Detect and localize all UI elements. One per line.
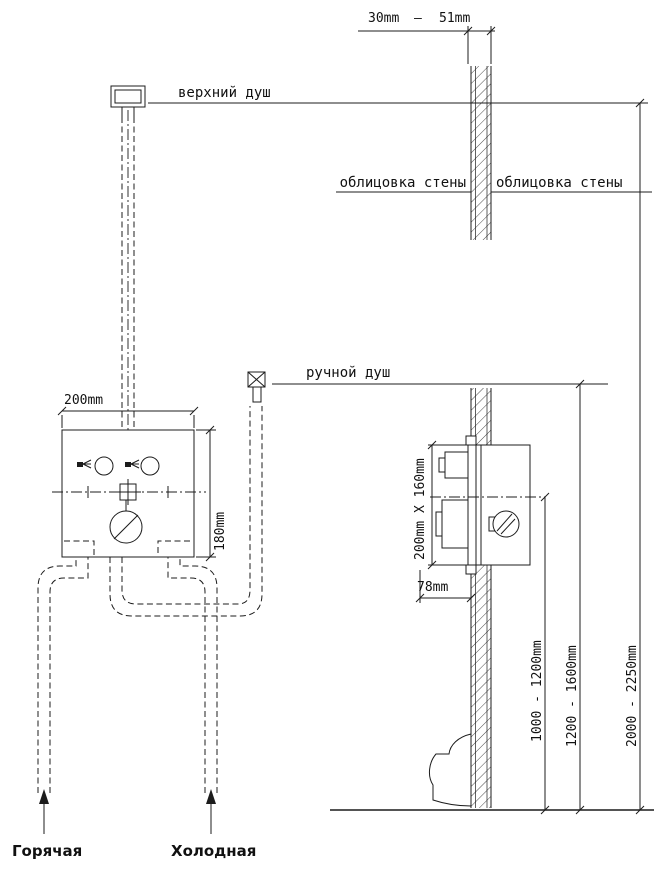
upper-outlet-connection bbox=[115, 479, 141, 505]
hot-supply-label: Горячая bbox=[12, 842, 82, 860]
lower-valve-body bbox=[441, 499, 469, 549]
cladding-thickness-dimension: 30mm — 51mm bbox=[358, 11, 496, 64]
side-depth-label: 78mm bbox=[417, 580, 448, 595]
outlet-elbow bbox=[492, 510, 520, 538]
front-width-label: 200mm bbox=[64, 393, 103, 408]
supply-inlets: Горячая Холодная bbox=[12, 789, 256, 860]
cold-pipe-inner bbox=[167, 557, 206, 793]
hand-shower-feed-outer bbox=[109, 406, 263, 617]
upper-shower-height-label: 2000 - 2250mm bbox=[625, 645, 640, 747]
upper-shower-head: верхний душ bbox=[110, 85, 648, 117]
wall-cladding-left-label: облицовка стены bbox=[340, 175, 466, 191]
wall-cladding-right-label: облицовка стены bbox=[496, 175, 622, 191]
cladding-max-label: 51mm bbox=[439, 11, 470, 26]
hand-shower-label: ручной душ bbox=[306, 365, 390, 381]
cold-supply-label: Холодная bbox=[171, 842, 256, 860]
hand-shower-height-label: 1200 - 1600mm bbox=[565, 645, 580, 747]
cladding-min-label: 30mm bbox=[368, 11, 399, 26]
cladding-dash-label: — bbox=[414, 11, 422, 26]
mixer-front-view: 200mm 180mm bbox=[52, 393, 228, 562]
hot-pipe-inner bbox=[49, 557, 89, 793]
installation-height-dimensions: 1000 - 1200mm 1200 - 1600mm 2000 - 2250m… bbox=[530, 98, 645, 815]
mixer-box-side bbox=[467, 444, 531, 566]
wall-cladding-labels: облицовка стены облицовка стены bbox=[336, 175, 652, 193]
hot-pipe-outer bbox=[37, 557, 77, 793]
front-height-label: 180mm bbox=[213, 512, 228, 551]
hand-shower-icon bbox=[125, 459, 140, 469]
flow-knob bbox=[140, 456, 160, 476]
hot-inlet-arrow-icon bbox=[39, 789, 49, 804]
floor bbox=[330, 733, 654, 811]
base-profile bbox=[428, 733, 472, 807]
cold-pipe-outer bbox=[179, 557, 218, 793]
diverter-knob bbox=[94, 456, 114, 476]
cold-inlet-arrow-icon bbox=[206, 789, 216, 804]
wall-section-upper bbox=[470, 66, 492, 240]
mixer-height-label: 1000 - 1200mm bbox=[530, 640, 545, 742]
hand-shower-outlet: ручной душ bbox=[247, 365, 608, 403]
overhead-shower-icon bbox=[77, 459, 92, 469]
supply-pipes bbox=[37, 406, 263, 793]
upper-valve-body bbox=[444, 451, 469, 479]
side-face-label: 200mm X 160mm bbox=[413, 458, 428, 560]
hand-shower-feed-inner bbox=[121, 406, 251, 605]
mixer-side-view: 200mm X 160mm 78mm bbox=[413, 435, 545, 603]
upper-shower-label: верхний душ bbox=[178, 85, 271, 101]
